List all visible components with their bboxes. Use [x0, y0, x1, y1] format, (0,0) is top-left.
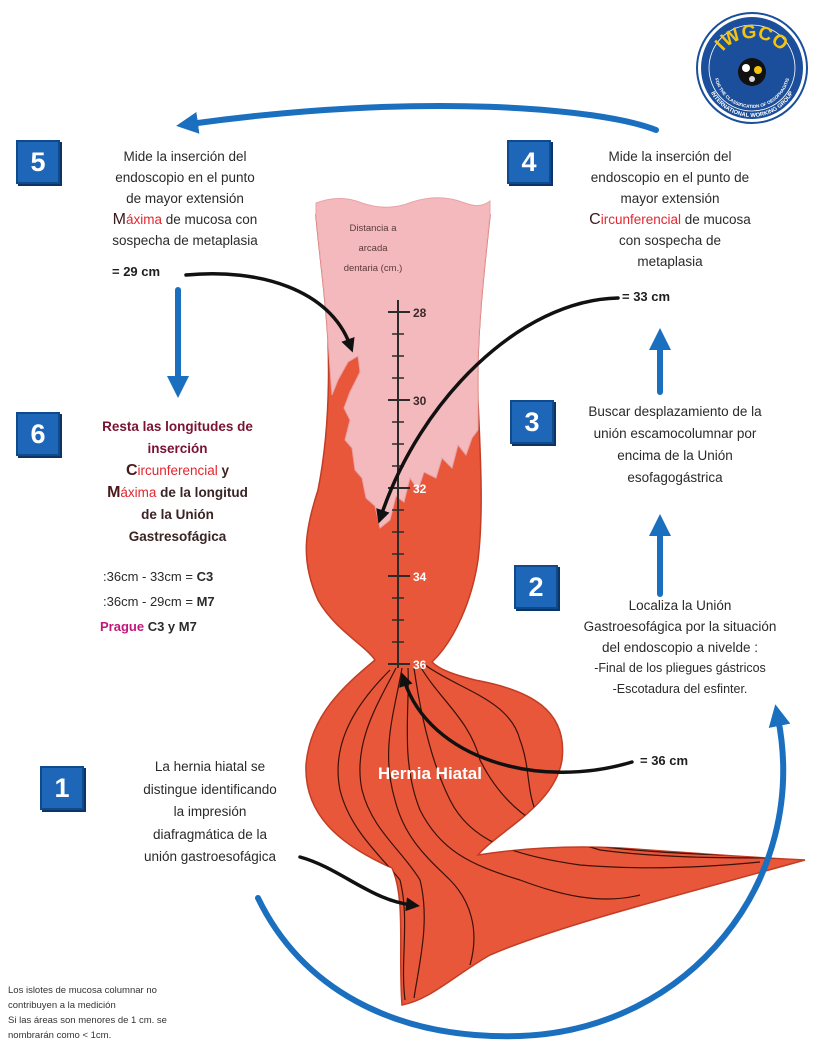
- step-6-maximum-line: Máxima de la longitud: [70, 482, 285, 504]
- step-3-line: unión escamocolumnar por: [545, 423, 805, 445]
- step-6-line: de la Unión: [70, 504, 285, 526]
- step-3-line: encima de la Unión: [545, 445, 805, 467]
- ruler-title: Distancia a arcada dentaria (cm.): [330, 219, 416, 279]
- step-2-line: Gastroesofágica por la situación: [560, 616, 800, 637]
- step-4-line: endoscopio en el punto de: [555, 167, 785, 188]
- highlight-initial: M: [107, 484, 120, 501]
- arrow-step4-to-step5: [190, 106, 656, 130]
- junction-result: = 36 cm: [640, 753, 688, 768]
- footnote: Los islotes de mucosa columnar no contri…: [8, 983, 167, 1043]
- highlight-after: de mucosa con: [162, 212, 257, 227]
- step-5-line: Mide la inserción del: [80, 146, 290, 167]
- step-4-highlight-line: Circunferencial de mucosa: [555, 209, 785, 230]
- calc-c-value: :36cm - 33cm = C3: [103, 569, 213, 584]
- step-2-line: Localiza la Unión: [560, 595, 800, 616]
- step-5-line: de mayor extensión: [80, 188, 290, 209]
- step-4-line: con sospecha de: [555, 230, 785, 251]
- step-3-line: esofagogástrica: [545, 467, 805, 489]
- step-6-intro-line: inserción: [70, 438, 285, 460]
- highlight-word: ircunferencial: [601, 212, 681, 227]
- prague-score: Prague C3 y M7: [100, 619, 197, 634]
- highlight-after: de mucosa: [681, 212, 751, 227]
- highlight-initial: C: [126, 462, 138, 479]
- highlight-after: y: [218, 463, 229, 478]
- calc-code: M7: [197, 594, 215, 609]
- step-6-badge: 6: [16, 412, 60, 456]
- step-6-intro-line: Resta las longitudes de: [70, 416, 285, 438]
- step-2-line: -Escotadura del esfinter.: [560, 679, 800, 700]
- ruler-title-line: dentaria (cm.): [330, 259, 416, 279]
- calc-code: C3: [197, 569, 214, 584]
- maximum-extent-result: = 29 cm: [112, 264, 160, 279]
- prague-label: Prague: [100, 619, 144, 634]
- step-3-line: Buscar desplazamiento de la: [545, 401, 805, 423]
- step-4-line: mayor extensión: [555, 188, 785, 209]
- ruler-label-28: 28: [413, 306, 427, 320]
- ruler-label-34: 34: [413, 570, 427, 584]
- ruler-title-line: Distancia a: [330, 219, 416, 239]
- ruler-label-30: 30: [413, 394, 427, 408]
- calc-expression: :36cm - 29cm =: [103, 594, 197, 609]
- highlight-word: ircunferencial: [138, 463, 218, 478]
- step-2-text: Localiza la Unión Gastroesofágica por la…: [560, 595, 800, 700]
- step-2-badge: 2: [514, 565, 558, 609]
- step-4-line: Mide la inserción del: [555, 146, 785, 167]
- step-4-text: Mide la inserción del endoscopio en el p…: [555, 146, 785, 272]
- highlight-initial: C: [589, 211, 601, 228]
- step-4-badge: 4: [507, 140, 551, 184]
- step-5-badge: 5: [16, 140, 60, 184]
- step-6-text: Resta las longitudes de inserción Circun…: [70, 416, 285, 548]
- step-5-line: sospecha de metaplasia: [80, 230, 290, 251]
- footnote-line: nombrarán como < 1cm.: [8, 1028, 167, 1043]
- footnote-line: contribuyen a la medición: [8, 998, 167, 1013]
- step-6-circumferential-line: Circunferencial y: [70, 460, 285, 482]
- step-1-line: diafragmática de la: [100, 824, 320, 847]
- ruler-title-line: arcada: [330, 239, 416, 259]
- step-2-line: -Final de los pliegues gástricos: [560, 658, 800, 679]
- step-1-line: la impresión: [100, 801, 320, 824]
- step-5-line: endoscopio en el punto: [80, 167, 290, 188]
- step-1-line: La hernia hiatal se: [100, 756, 320, 779]
- circumferential-extent-result: = 33 cm: [622, 289, 670, 304]
- step-5-text: Mide la inserción del endoscopio en el p…: [80, 146, 290, 251]
- step-5-highlight-line: Máxima de mucosa con: [80, 209, 290, 230]
- step-4-line: metaplasia: [555, 251, 785, 272]
- ruler-label-32: 32: [413, 482, 427, 496]
- calc-expression: :36cm - 33cm =: [103, 569, 197, 584]
- step-1-text: La hernia hiatal se distingue identifica…: [100, 756, 320, 869]
- ruler-label-36: 36: [413, 658, 427, 672]
- step-1-line: distingue identificando: [100, 779, 320, 802]
- step-2-line: del endoscopio a nivelde :: [560, 637, 800, 658]
- highlight-initial: M: [113, 211, 126, 228]
- prague-value: C3 y M7: [144, 619, 197, 634]
- iwgco-logo: IWGCO INTERNATIONAL WORKING GROUP FOR TH…: [697, 13, 807, 123]
- footnote-line: Los islotes de mucosa columnar no: [8, 983, 167, 998]
- highlight-after: de la longitud: [156, 485, 248, 500]
- highlight-word: áxima: [120, 485, 156, 500]
- hernia-label: Hernia Hiatal: [355, 764, 505, 784]
- step-3-text: Buscar desplazamiento de la unión escamo…: [545, 401, 805, 489]
- step-1-badge: 1: [40, 766, 84, 810]
- step-1-line: unión gastroesofágica: [100, 846, 320, 869]
- highlight-word: áxima: [126, 212, 162, 227]
- footnote-line: Si las áreas son menores de 1 cm. se: [8, 1013, 167, 1028]
- calc-m-value: :36cm - 29cm = M7: [103, 594, 215, 609]
- step-6-line: Gastresofágica: [70, 526, 285, 548]
